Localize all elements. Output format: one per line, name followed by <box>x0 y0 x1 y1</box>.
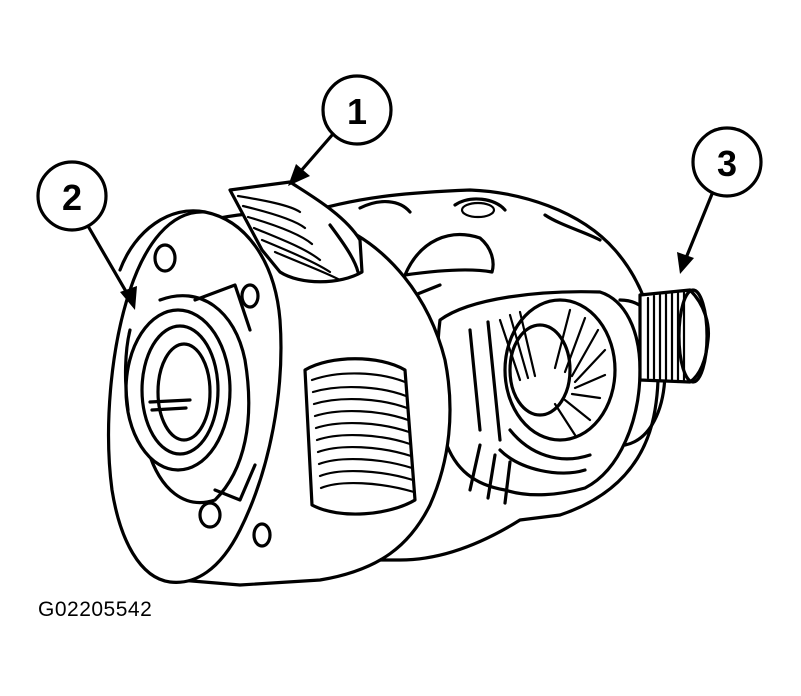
callout-3-arrowhead <box>677 252 694 274</box>
callout-2-label: 2 <box>62 177 82 218</box>
callout-2: 2 <box>36 160 137 310</box>
callout-1: 1 <box>288 74 393 186</box>
splined-shaft <box>638 288 711 384</box>
side-bearing <box>123 308 232 472</box>
callout-2-arrowhead <box>120 286 137 310</box>
callout-3: 3 <box>677 126 763 274</box>
inner-side-gear <box>468 298 617 505</box>
helical-gear-lower <box>303 357 417 516</box>
figure-id: G02205542 <box>38 598 153 621</box>
callout-1-arrowhead <box>288 164 310 186</box>
callout-3-label: 3 <box>717 143 737 184</box>
callout-1-label: 1 <box>347 91 367 132</box>
helical-pinion-gear-top <box>228 180 364 284</box>
